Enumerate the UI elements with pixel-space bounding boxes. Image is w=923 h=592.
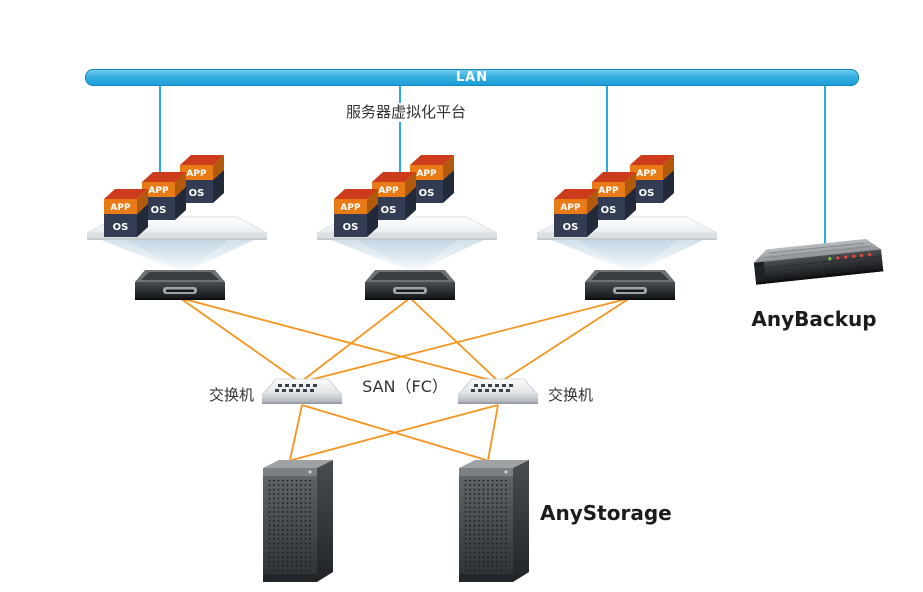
vm-cluster-2: APP OS APP OS APP OS	[312, 152, 552, 322]
vm-cube: APP OS	[104, 189, 148, 237]
virtualization-funnel	[94, 237, 260, 273]
hypervisor-host-2	[365, 270, 455, 300]
virtualization-funnel	[324, 237, 490, 273]
storage-tower-1	[263, 460, 333, 582]
hypervisor-host-1	[135, 270, 225, 300]
vm-app-label: APP	[560, 203, 581, 213]
vm-cube: APP OS	[592, 172, 636, 220]
vm-os-label: OS	[343, 222, 359, 233]
anybackup-appliance	[753, 238, 884, 285]
vm-cube: APP OS	[630, 155, 674, 203]
vm-app-label: APP	[340, 203, 361, 213]
vm-cube: APP OS	[334, 189, 378, 237]
vm-app-label: APP	[378, 186, 399, 196]
virtualization-platform-label: 服务器虚拟化平台	[338, 103, 474, 122]
hypervisor-host-3	[585, 270, 675, 300]
switch-left-label: 交换机	[208, 386, 254, 404]
san-switch-left	[262, 378, 342, 404]
vm-cube: APP OS	[142, 172, 186, 220]
vm-os-label: OS	[639, 188, 655, 199]
vm-cube: APP OS	[554, 189, 598, 237]
anystorage-label: AnyStorage	[540, 501, 672, 525]
vm-app-label: APP	[186, 169, 207, 179]
vm-os-label: OS	[563, 222, 579, 233]
vm-cluster-3: APP OS APP OS APP OS	[532, 152, 772, 322]
lan-label: LAN	[455, 70, 489, 85]
vm-app-label: APP	[416, 169, 437, 179]
vm-app-label: APP	[598, 186, 619, 196]
vm-os-label: OS	[189, 188, 205, 199]
san-switch-right	[458, 378, 538, 404]
lan-bus: LAN	[85, 69, 859, 86]
switch-right-label: 交换机	[548, 386, 594, 404]
san-fc-label: SAN（FC）	[362, 377, 448, 396]
vm-app-label: APP	[148, 186, 169, 196]
vm-os-label: OS	[419, 188, 435, 199]
vm-app-label: APP	[636, 169, 657, 179]
storage-tower-2	[459, 460, 529, 582]
anybackup-label: AnyBackup	[751, 307, 877, 331]
vm-app-label: APP	[110, 203, 131, 213]
vm-os-label: OS	[113, 222, 129, 233]
vm-cube: APP OS	[410, 155, 454, 203]
lan-links	[159, 84, 826, 248]
vm-os-label: OS	[381, 205, 397, 216]
vm-cluster-1: APP OS APP OS APP OS	[82, 152, 322, 322]
vm-os-label: OS	[151, 205, 167, 216]
vm-cube: APP OS	[372, 172, 416, 220]
san-links-switches-to-storage	[289, 404, 499, 461]
virtualization-funnel	[544, 237, 710, 273]
vm-cube: APP OS	[180, 155, 224, 203]
san-links-hosts-to-switches	[179, 297, 631, 382]
vm-os-label: OS	[601, 205, 617, 216]
